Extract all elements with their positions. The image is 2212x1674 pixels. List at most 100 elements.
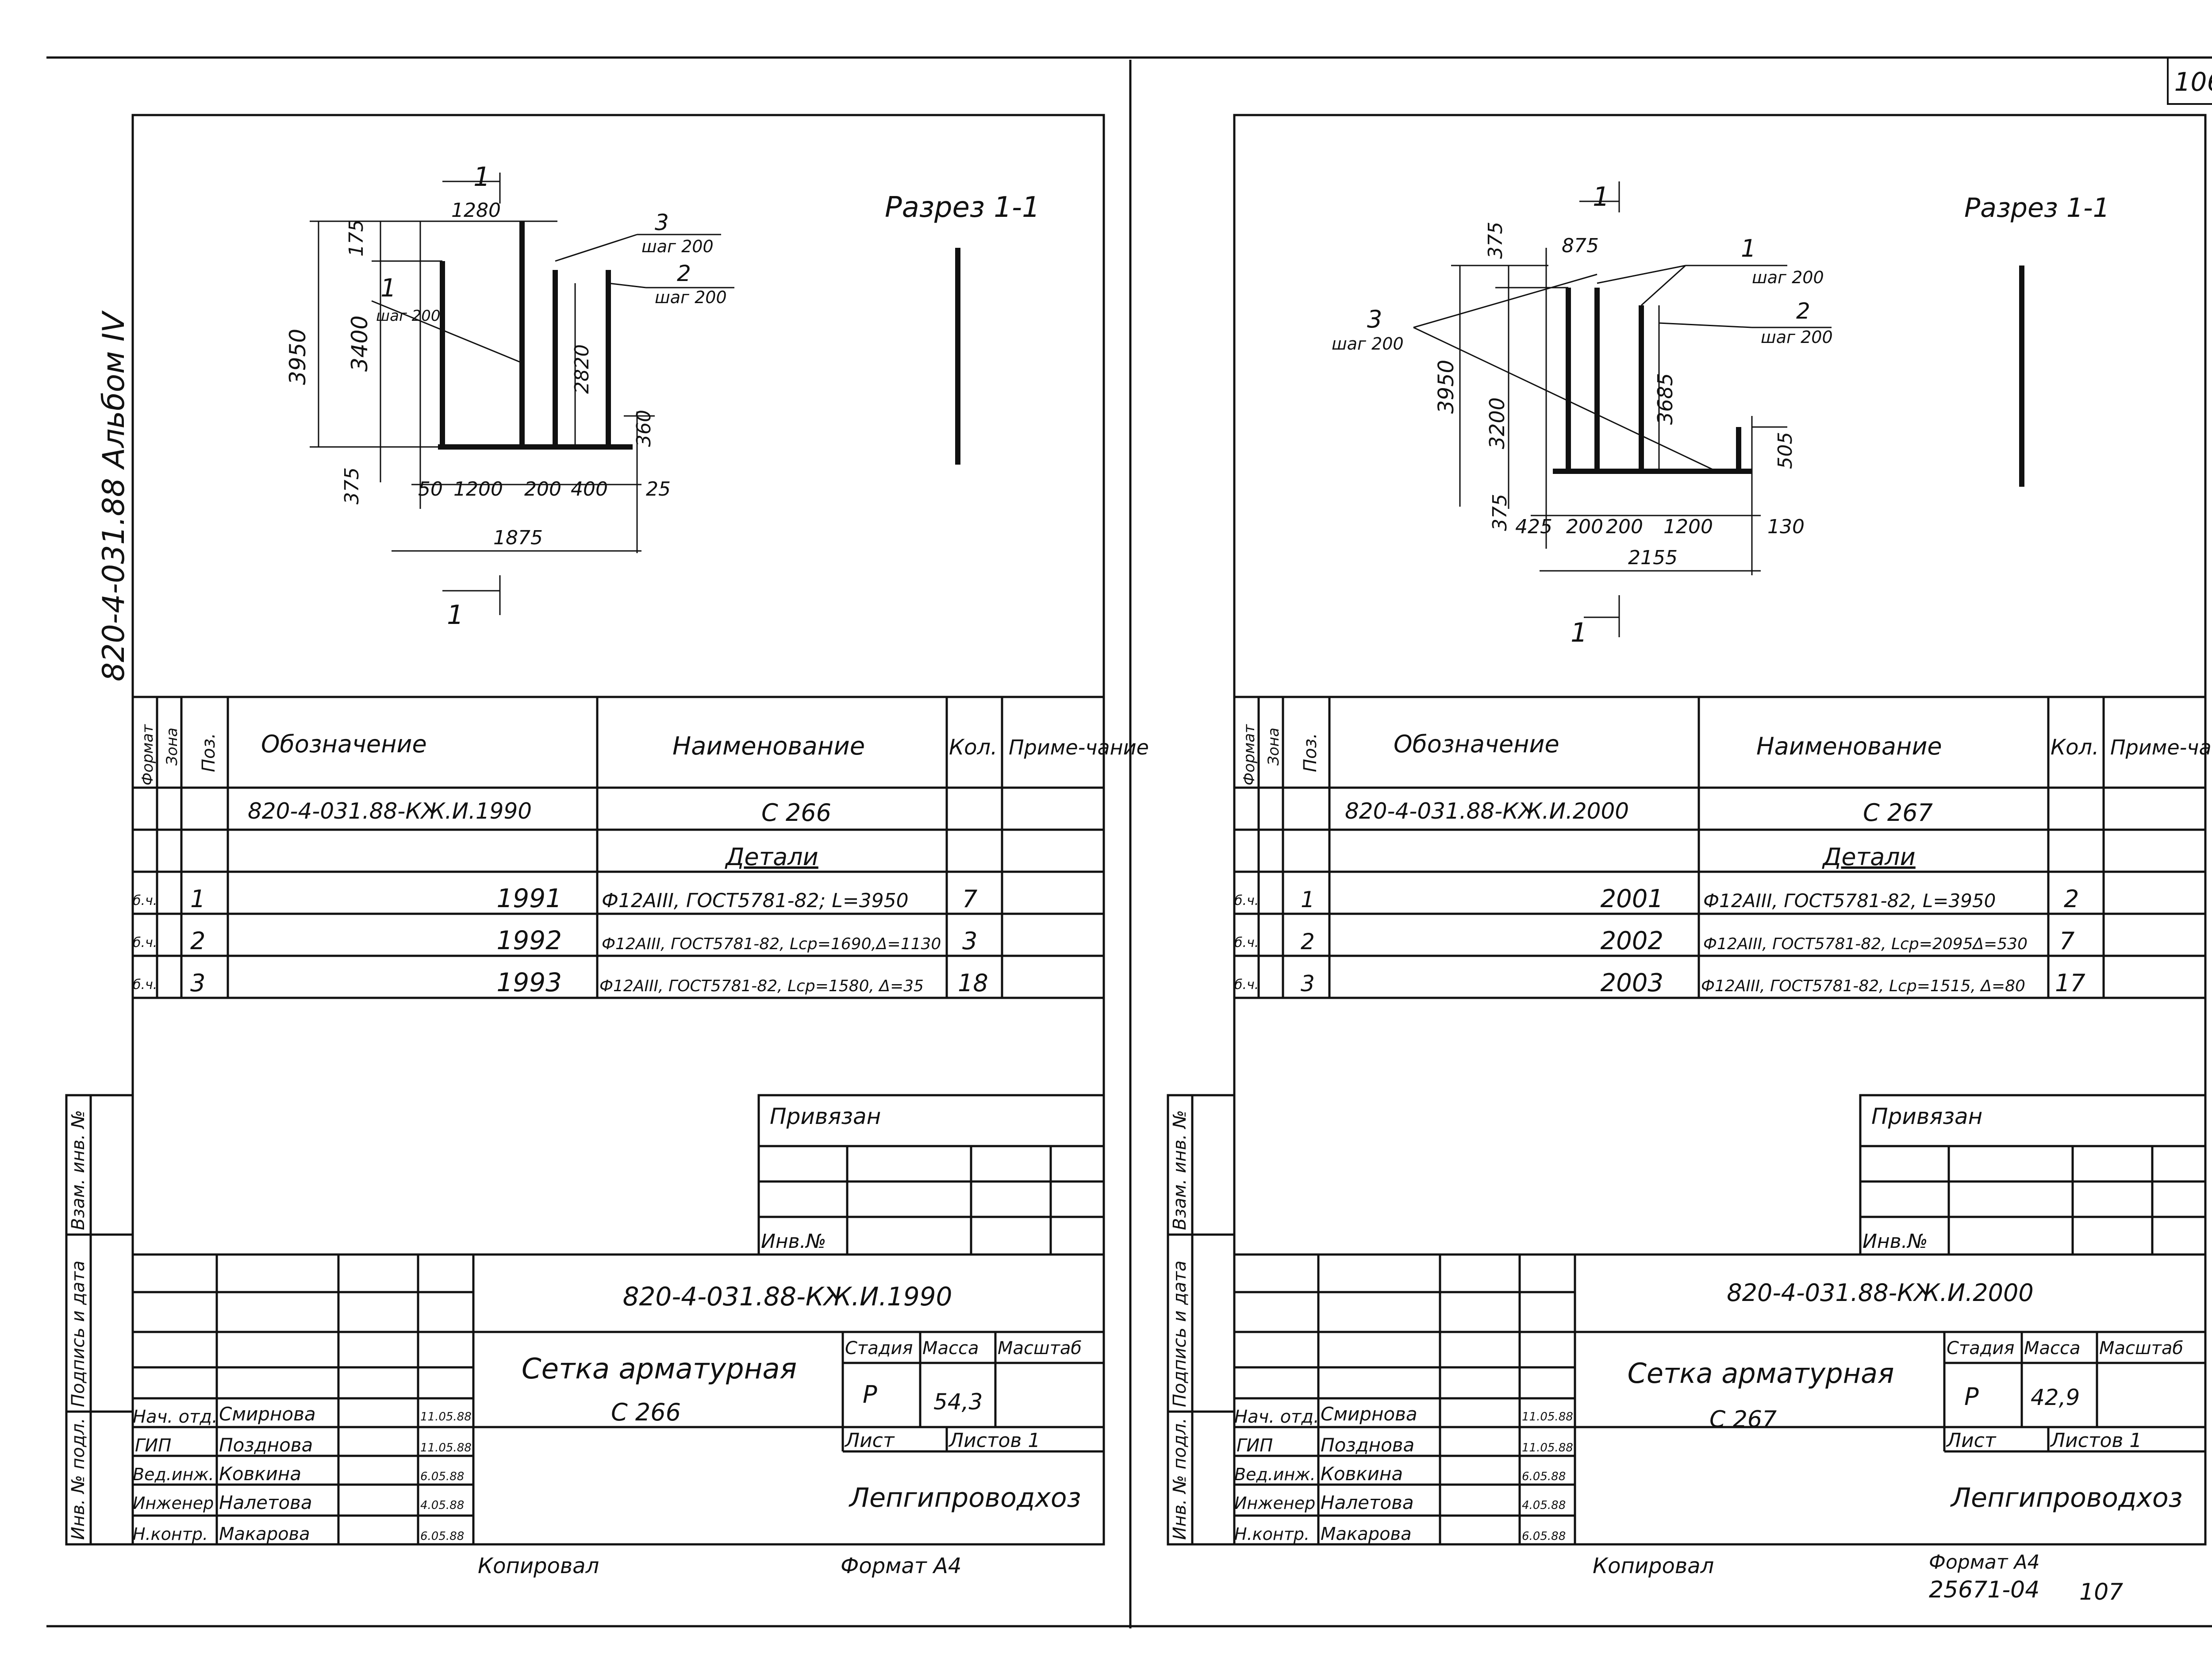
- svg-text:Привязан: Привязан: [1871, 1104, 1982, 1129]
- svg-text:Масштаб: Масштаб: [2099, 1338, 2183, 1358]
- svg-text:375: 375: [1484, 222, 1507, 259]
- titleblock-left: Привязан Инв.№ 820-4-031.88-КЖ.И.1990 Се…: [133, 1104, 1082, 1578]
- page-number-bottom: 107: [2079, 1579, 2123, 1605]
- svg-text:Копировал: Копировал: [478, 1554, 599, 1578]
- svg-text:3: 3: [190, 969, 205, 997]
- svg-text:7: 7: [2059, 927, 2074, 955]
- svg-text:Ковкина: Ковкина: [219, 1463, 301, 1485]
- svg-text:3: 3: [962, 927, 977, 955]
- svg-text:Ф12АIII, ГОСТ5781-82, Lср=1580: Ф12АIII, ГОСТ5781-82, Lср=1580, Δ=35: [599, 977, 924, 995]
- svg-text:Лист: Лист: [844, 1429, 895, 1452]
- svg-text:Обозначение: Обозначение: [261, 730, 427, 758]
- svg-text:3: 3: [1367, 305, 1382, 333]
- svg-text:1875: 1875: [493, 527, 543, 549]
- svg-text:200: 200: [1606, 516, 1643, 538]
- svg-text:Поз.: Поз.: [1300, 733, 1321, 772]
- svg-text:1: 1: [190, 885, 205, 913]
- svg-text:1991: 1991: [496, 883, 562, 913]
- svg-text:шаг 200: шаг 200: [1761, 327, 1833, 347]
- rebar-sketch-right: [1553, 266, 2024, 487]
- svg-text:54,3: 54,3: [933, 1389, 983, 1415]
- svg-text:Инв. № подл.: Инв. № подл.: [1170, 1418, 1190, 1540]
- svg-text:Подпись и дата: Подпись и дата: [1170, 1261, 1190, 1407]
- svg-text:Стадия: Стадия: [1947, 1338, 2014, 1358]
- svg-text:шаг 200: шаг 200: [641, 237, 714, 256]
- svg-text:375: 375: [341, 467, 363, 504]
- svg-text:Налетова: Налетова: [1321, 1492, 1414, 1513]
- svg-text:6.05.88: 6.05.88: [1522, 1470, 1566, 1483]
- svg-text:Н.контр.: Н.контр.: [1234, 1524, 1310, 1544]
- svg-text:Макарова: Макарова: [1321, 1524, 1412, 1544]
- svg-text:2155: 2155: [1628, 546, 1678, 569]
- side-labels-left: Инв. № подл. Подпись и дата Взам. инв. №: [68, 1110, 88, 1540]
- svg-text:шаг 200: шаг 200: [1332, 334, 1404, 354]
- svg-text:Листов 1: Листов 1: [2050, 1429, 2142, 1452]
- svg-text:ГИП: ГИП: [1237, 1435, 1273, 1456]
- svg-text:3950: 3950: [285, 329, 311, 385]
- svg-text:Инженер: Инженер: [1234, 1493, 1315, 1513]
- svg-text:Масштаб: Масштаб: [998, 1338, 1082, 1358]
- svg-text:Формат А4: Формат А4: [1929, 1551, 2040, 1574]
- svg-text:375: 375: [1489, 494, 1511, 531]
- svg-text:Привязан: Привязан: [770, 1104, 881, 1129]
- svg-text:2003: 2003: [1600, 969, 1663, 997]
- svg-text:7: 7: [962, 885, 977, 913]
- svg-text:1: 1: [1301, 887, 1315, 912]
- svg-text:3685: 3685: [1653, 373, 1677, 425]
- svg-text:Позднова: Позднова: [1321, 1434, 1414, 1456]
- svg-text:820-4-031.88-КЖ.И.2000: 820-4-031.88-КЖ.И.2000: [1345, 798, 1629, 824]
- svg-text:2: 2: [2064, 885, 2079, 913]
- spec-headers-right: Формат Зона Поз. Обозначение Наименовани…: [1240, 724, 2212, 785]
- svg-text:2002: 2002: [1600, 927, 1663, 955]
- svg-text:б.ч.: б.ч.: [133, 977, 157, 993]
- svg-text:С 266: С 266: [611, 1398, 681, 1426]
- svg-text:Инв.№: Инв.№: [1863, 1230, 1928, 1253]
- svg-text:360: 360: [633, 410, 655, 447]
- svg-text:Взам. инв. №: Взам. инв. №: [1170, 1110, 1190, 1230]
- svg-text:С 266: С 266: [761, 799, 831, 827]
- svg-text:42,9: 42,9: [2031, 1385, 2080, 1410]
- svg-text:Приме-чание: Приме-чание: [2110, 735, 2212, 759]
- svg-text:Вед.инж.: Вед.инж.: [1234, 1465, 1316, 1484]
- svg-text:6.05.88: 6.05.88: [420, 1470, 464, 1483]
- svg-text:4.05.88: 4.05.88: [1522, 1499, 1566, 1512]
- svg-text:Кол.: Кол.: [2051, 735, 2099, 760]
- svg-text:Обозначение: Обозначение: [1394, 730, 1559, 758]
- svg-text:Р: Р: [863, 1381, 877, 1408]
- svg-text:425: 425: [1515, 516, 1552, 538]
- svg-text:Вед.инж.: Вед.инж.: [133, 1465, 214, 1484]
- svg-text:Масса: Масса: [922, 1338, 979, 1358]
- svg-text:820-4-031.88-КЖ.И.2000: 820-4-031.88-КЖ.И.2000: [1727, 1279, 2033, 1307]
- svg-text:1993: 1993: [496, 967, 562, 997]
- svg-text:С 267: С 267: [1863, 799, 1933, 827]
- svg-text:Зона: Зона: [163, 727, 181, 766]
- page-number-top: 106: [2174, 67, 2212, 97]
- svg-text:18: 18: [958, 969, 988, 997]
- svg-text:6.05.88: 6.05.88: [1522, 1530, 1566, 1543]
- titleblock-right: Привязан Инв.№ 820-4-031.88-КЖ.И.2000 Се…: [1234, 1104, 2183, 1578]
- svg-text:Листов 1: Листов 1: [948, 1429, 1040, 1452]
- svg-text:17: 17: [2055, 969, 2085, 997]
- svg-text:Приме-чание: Приме-чание: [1009, 735, 1149, 759]
- svg-text:400: 400: [571, 478, 608, 500]
- svg-text:3400: 3400: [347, 316, 373, 372]
- svg-text:2: 2: [1301, 929, 1315, 954]
- svg-text:Подпись и дата: Подпись и дата: [68, 1261, 88, 1407]
- svg-text:3200: 3200: [1485, 397, 1509, 449]
- svg-text:1: 1: [473, 162, 490, 192]
- svg-text:б.ч.: б.ч.: [133, 893, 157, 908]
- svg-text:Смирнова: Смирнова: [1321, 1403, 1417, 1425]
- svg-text:25: 25: [646, 478, 671, 500]
- svg-text:ГИП: ГИП: [135, 1435, 171, 1456]
- svg-text:820-4-031.88-КЖ.И.1990: 820-4-031.88-КЖ.И.1990: [623, 1281, 952, 1312]
- svg-text:2: 2: [190, 927, 205, 955]
- svg-text:Формат: Формат: [1240, 724, 1258, 785]
- svg-text:Масса: Масса: [2024, 1338, 2081, 1358]
- svg-text:Ф12АIII, ГОСТ5781-82, Lср=1515: Ф12АIII, ГОСТ5781-82, Lср=1515, Δ=80: [1701, 977, 2025, 995]
- dimensions-left: 1 1280 175 3950 3400 2820 360 375 50 120…: [285, 162, 727, 631]
- side-labels-right: Инв. № подл. Подпись и дата Взам. инв. №: [1170, 1110, 1190, 1540]
- svg-text:1: 1: [1741, 235, 1756, 262]
- svg-text:1: 1: [380, 274, 396, 303]
- svg-text:шаг 200: шаг 200: [655, 288, 727, 307]
- svg-text:шаг 200: шаг 200: [376, 307, 441, 325]
